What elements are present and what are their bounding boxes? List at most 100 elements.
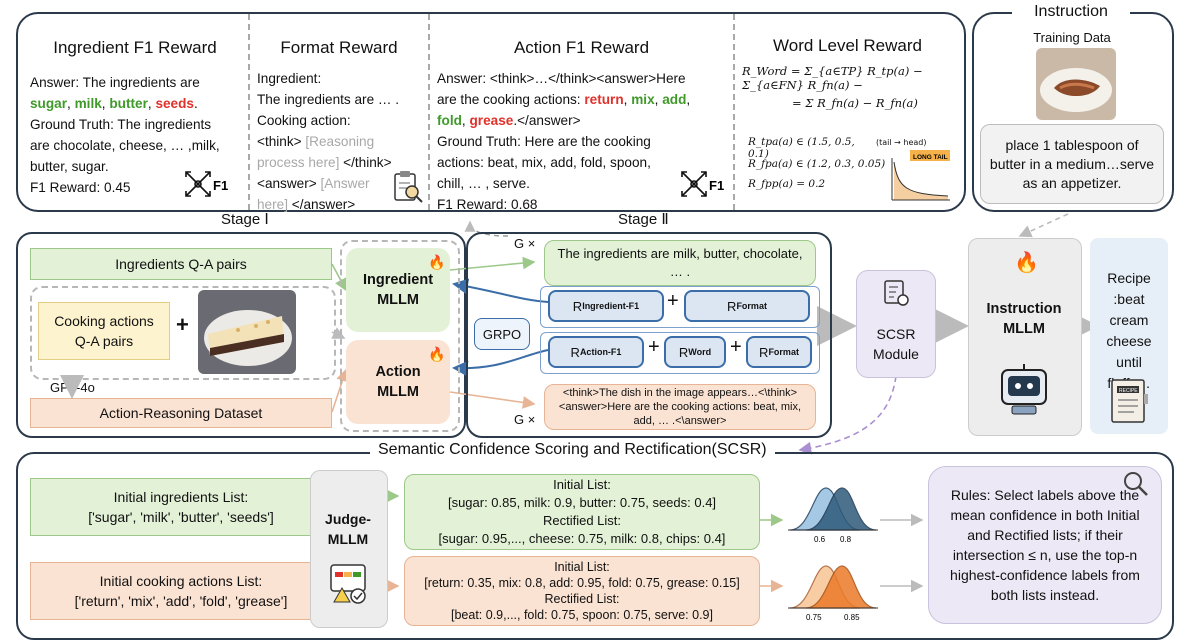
format-line: The ingredients are … .	[257, 92, 400, 107]
format-line: process here] </think>	[257, 152, 427, 173]
ground-truth-line: Ground Truth: Here are the cooking	[437, 134, 651, 149]
stage-1-frame	[16, 232, 466, 438]
initial-ingredients-title: Initial ingredients List:	[113, 489, 249, 505]
r-sub: Action-F1	[579, 347, 622, 357]
word: grease	[469, 113, 514, 128]
reward-row-2	[540, 332, 820, 374]
initial-actions-title: Initial cooking actions List:	[99, 573, 263, 589]
action-lists-box: Initial List: [return: 0.35, mix: 0.8, a…	[404, 556, 760, 626]
tag: </answer>	[287, 197, 356, 212]
r: R	[572, 298, 583, 314]
format-line: <answer> [Answer	[257, 173, 427, 194]
long-tail-chart-icon: LONG TAIL	[891, 150, 950, 201]
separator	[733, 14, 735, 210]
rectified-list-values: [sugar: 0.95,..., cheese: 0.75, milk: 0.…	[438, 531, 726, 546]
action-dataset-box: Action-Reasoning Dataset	[30, 398, 332, 428]
reward-panel	[16, 12, 966, 212]
word: fold	[437, 113, 462, 128]
word-eq5: R_fpp(a) = 0.2	[748, 178, 826, 190]
initial-actions-list: ['return', 'mix', 'add', 'fold', 'grease…	[74, 593, 288, 609]
r-sub: Ingredient-F1	[582, 301, 640, 311]
word: butter	[109, 96, 148, 111]
plus-sign: +	[648, 336, 660, 358]
answer-line: Answer: <think>…</think><answer>Here	[437, 71, 686, 86]
robot-icon	[1001, 364, 1047, 415]
dist-tick: 0.6	[814, 535, 826, 544]
initial-list-values: [sugar: 0.85, milk: 0.9, butter: 0.75, s…	[447, 495, 717, 510]
f1-score: F1 Reward: 0.45	[30, 180, 131, 195]
text: .</answer>	[513, 113, 581, 128]
text: are the cooking actions:	[437, 92, 581, 107]
word-eq3-note: (tail → head)	[876, 138, 927, 147]
format-line: Ingredient:	[257, 71, 322, 86]
separator	[248, 14, 250, 210]
ingredient-distribution-icon: 0.6 0.8	[788, 487, 878, 544]
ingredient-f1-title: Ingredient F1 Reward	[53, 38, 217, 57]
comma: ,	[67, 96, 71, 111]
format-title: Format Reward	[280, 38, 398, 57]
format-line: Cooking action:	[257, 113, 351, 128]
scsr-module: SCSR Module	[856, 270, 936, 378]
f1-arrows-icon: F1	[185, 171, 228, 197]
word-level-title: Word Level Reward	[773, 36, 922, 55]
magnifier-icon	[1124, 472, 1148, 496]
tag: <answer>	[257, 176, 317, 191]
format-line: <think> [Reasoning	[257, 131, 427, 152]
reward-row-1	[540, 286, 820, 328]
long-tail-label: LONG TAIL	[913, 154, 948, 161]
recipe-book-label: RECIPE	[1119, 388, 1138, 394]
placeholder: [Reasoning	[301, 134, 375, 149]
ground-truth-line: actions: beat, mix, add, fold, spoon,	[437, 155, 651, 170]
plus-sign: +	[176, 312, 189, 337]
dist-tick: 0.8	[840, 535, 852, 544]
instruction-title: Instruction	[1012, 3, 1130, 21]
action-f1-body: Answer: <think>…</think><answer>Here are…	[437, 68, 733, 215]
ingredient-lists-box: Initial List: [sugar: 0.85, milk: 0.9, b…	[404, 474, 760, 550]
mllm-group	[340, 240, 460, 432]
comma: ,	[101, 96, 106, 111]
f1-badge: F1	[709, 178, 724, 193]
word: return	[584, 92, 624, 107]
initial-ingredients-list: ['sugar', 'milk', 'butter', 'seeds']	[88, 509, 274, 525]
grpo-box: GRPO	[474, 318, 530, 350]
word-eq2: = Σ R_fn(a) − R_fn(a)	[792, 96, 918, 110]
recipe-text: Recipe :beat cream cheese until fluffy…	[1106, 270, 1152, 391]
placeholder: here]	[257, 197, 288, 212]
r-sub: Format	[736, 301, 767, 311]
placeholder: [Answer	[316, 176, 370, 191]
word-eq4: R_fpa(a) ∈ (1.2, 0.3, 0.05)	[748, 158, 886, 170]
f1-arrows-icon: F1	[681, 171, 724, 197]
plus-sign: +	[667, 290, 679, 312]
f1-badge: F1	[213, 178, 228, 193]
initial-actions-box: Initial cooking actions List: ['return',…	[30, 562, 332, 620]
rectified-list-title: Rectified List:	[544, 592, 620, 606]
instruction-mllm: Instruction MLLM	[986, 301, 1062, 337]
instruction-text: place 1 tablespoon of butter in a medium…	[980, 124, 1164, 204]
word: mix	[631, 92, 655, 107]
tag: <think>	[257, 134, 302, 149]
dist-tick: 0.75	[806, 613, 822, 622]
answer-line: fold, grease.</answer>	[437, 113, 581, 128]
r-sub: Word	[688, 347, 712, 357]
r: R	[727, 298, 737, 314]
ground-truth-line: chill, … , serve.	[437, 176, 530, 191]
answer-line: Answer: The ingredients are	[30, 75, 200, 90]
checklist-gear-icon	[884, 280, 909, 306]
scsr-title: Semantic Confidence Scoring and Rectific…	[370, 441, 775, 459]
ingredients-qa-box: Ingredients Q-A pairs	[30, 248, 332, 280]
stage-2-frame	[466, 232, 832, 438]
word: sugar	[30, 96, 68, 111]
group-size-bottom: G ×	[514, 412, 536, 427]
r: R	[759, 344, 769, 360]
flame-icon: 🔥	[428, 346, 446, 362]
ground-truth-line: butter, sugar.	[30, 159, 109, 174]
r-sub: Format	[768, 347, 799, 357]
tag: </think>	[339, 155, 392, 170]
separator	[428, 14, 430, 210]
stage-2-label: Stage Ⅱ	[618, 211, 669, 228]
stage-1-label: Stage Ⅰ	[221, 211, 269, 228]
group-size-top: G ×	[514, 236, 536, 251]
